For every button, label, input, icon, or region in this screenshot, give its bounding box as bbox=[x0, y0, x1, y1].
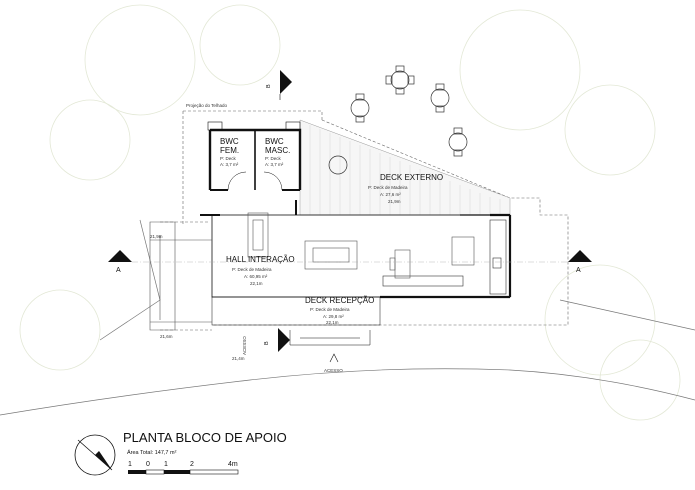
svg-text:4m: 4m bbox=[228, 461, 238, 468]
svg-text:P: Deck: P: Deck bbox=[220, 156, 237, 161]
section-marker-b-bottom: B bbox=[264, 328, 290, 352]
room-hall: HALL INTERAÇÃO P: Deck de Madeira A: 60,… bbox=[226, 255, 295, 286]
roof-projection-outline bbox=[160, 110, 569, 331]
access-label-bottom: ACESSO bbox=[324, 368, 343, 373]
section-marker-a-left: A bbox=[108, 250, 132, 274]
hall-furniture bbox=[247, 212, 475, 279]
side-ramp bbox=[149, 221, 212, 331]
building-walls bbox=[200, 121, 512, 346]
external-tables bbox=[328, 65, 468, 175]
bwc-masc-name-2: MASC. bbox=[265, 146, 290, 155]
svg-text:21,9m: 21,9m bbox=[388, 199, 401, 204]
bwc-fem-name-1: BWC bbox=[220, 137, 239, 146]
svg-text:P: Deck de Madeira: P: Deck de Madeira bbox=[310, 307, 350, 312]
svg-text:P: Deck de Madeira: P: Deck de Madeira bbox=[232, 267, 272, 272]
svg-text:A: A bbox=[116, 267, 121, 274]
svg-text:A: 60,95 m²: A: 60,95 m² bbox=[244, 274, 268, 279]
svg-text:2: 2 bbox=[190, 461, 194, 468]
background-vegetation bbox=[19, 4, 681, 421]
level-mark-2: 21,6m bbox=[160, 334, 173, 339]
area-total: Área Total: 147,7 m² bbox=[127, 449, 177, 456]
level-mark-1: 21,9m bbox=[150, 234, 163, 239]
svg-text:1: 1 bbox=[128, 461, 132, 468]
room-deck-externo: DECK EXTERNO P: Deck de Madeira A: 27,6 … bbox=[368, 173, 443, 204]
svg-text:DECK RECEPÇÃO: DECK RECEPÇÃO bbox=[305, 296, 374, 305]
room-bwc-masc: BWC MASC. P: Deck A: 3,7 m² bbox=[265, 137, 290, 167]
svg-text:0: 0 bbox=[146, 461, 150, 468]
bwc-fem-name-2: FEM. bbox=[220, 146, 239, 155]
bwc-masc-name-1: BWC bbox=[265, 137, 284, 146]
svg-text:22,1m: 22,1m bbox=[326, 320, 339, 325]
north-arrow bbox=[74, 434, 116, 476]
svg-text:B: B bbox=[266, 84, 272, 88]
section-marker-a-right: A bbox=[568, 250, 592, 274]
kitchen-counter bbox=[382, 219, 507, 295]
scale-bar: 1 0 1 2 4m bbox=[128, 461, 239, 475]
section-marker-b-top: B bbox=[266, 70, 292, 100]
access-label-side: ACESSO bbox=[242, 336, 247, 355]
svg-text:HALL INTERAÇÃO: HALL INTERAÇÃO bbox=[226, 255, 295, 264]
svg-text:B: B bbox=[264, 341, 270, 345]
svg-text:1: 1 bbox=[164, 461, 168, 468]
svg-text:P: Deck de Madeira: P: Deck de Madeira bbox=[368, 185, 408, 190]
svg-text:A: 3,7 m²: A: 3,7 m² bbox=[220, 162, 239, 167]
drawing-title: PLANTA BLOCO DE APOIO bbox=[123, 430, 287, 445]
level-mark-3: 21,4m bbox=[232, 356, 245, 361]
svg-text:A: 3,7 m²: A: 3,7 m² bbox=[265, 162, 284, 167]
svg-text:P: Deck: P: Deck bbox=[265, 156, 282, 161]
svg-text:A: 27,6 m²: A: 27,6 m² bbox=[380, 192, 401, 197]
terrain-lines bbox=[0, 219, 695, 416]
room-deck-recepcao: DECK RECEPÇÃO P: Deck de Madeira A: 29,8… bbox=[305, 296, 374, 325]
svg-text:22,1m: 22,1m bbox=[250, 281, 263, 286]
svg-text:A: 29,8 m²: A: 29,8 m² bbox=[323, 314, 344, 319]
svg-text:A: A bbox=[576, 267, 581, 274]
deck-externo-zone bbox=[299, 119, 511, 216]
roof-projection-label: Projeção do Telhado bbox=[186, 103, 227, 108]
room-bwc-fem: BWC FEM. P: Deck A: 3,7 m² bbox=[220, 137, 239, 167]
svg-text:DECK EXTERNO: DECK EXTERNO bbox=[380, 173, 443, 182]
